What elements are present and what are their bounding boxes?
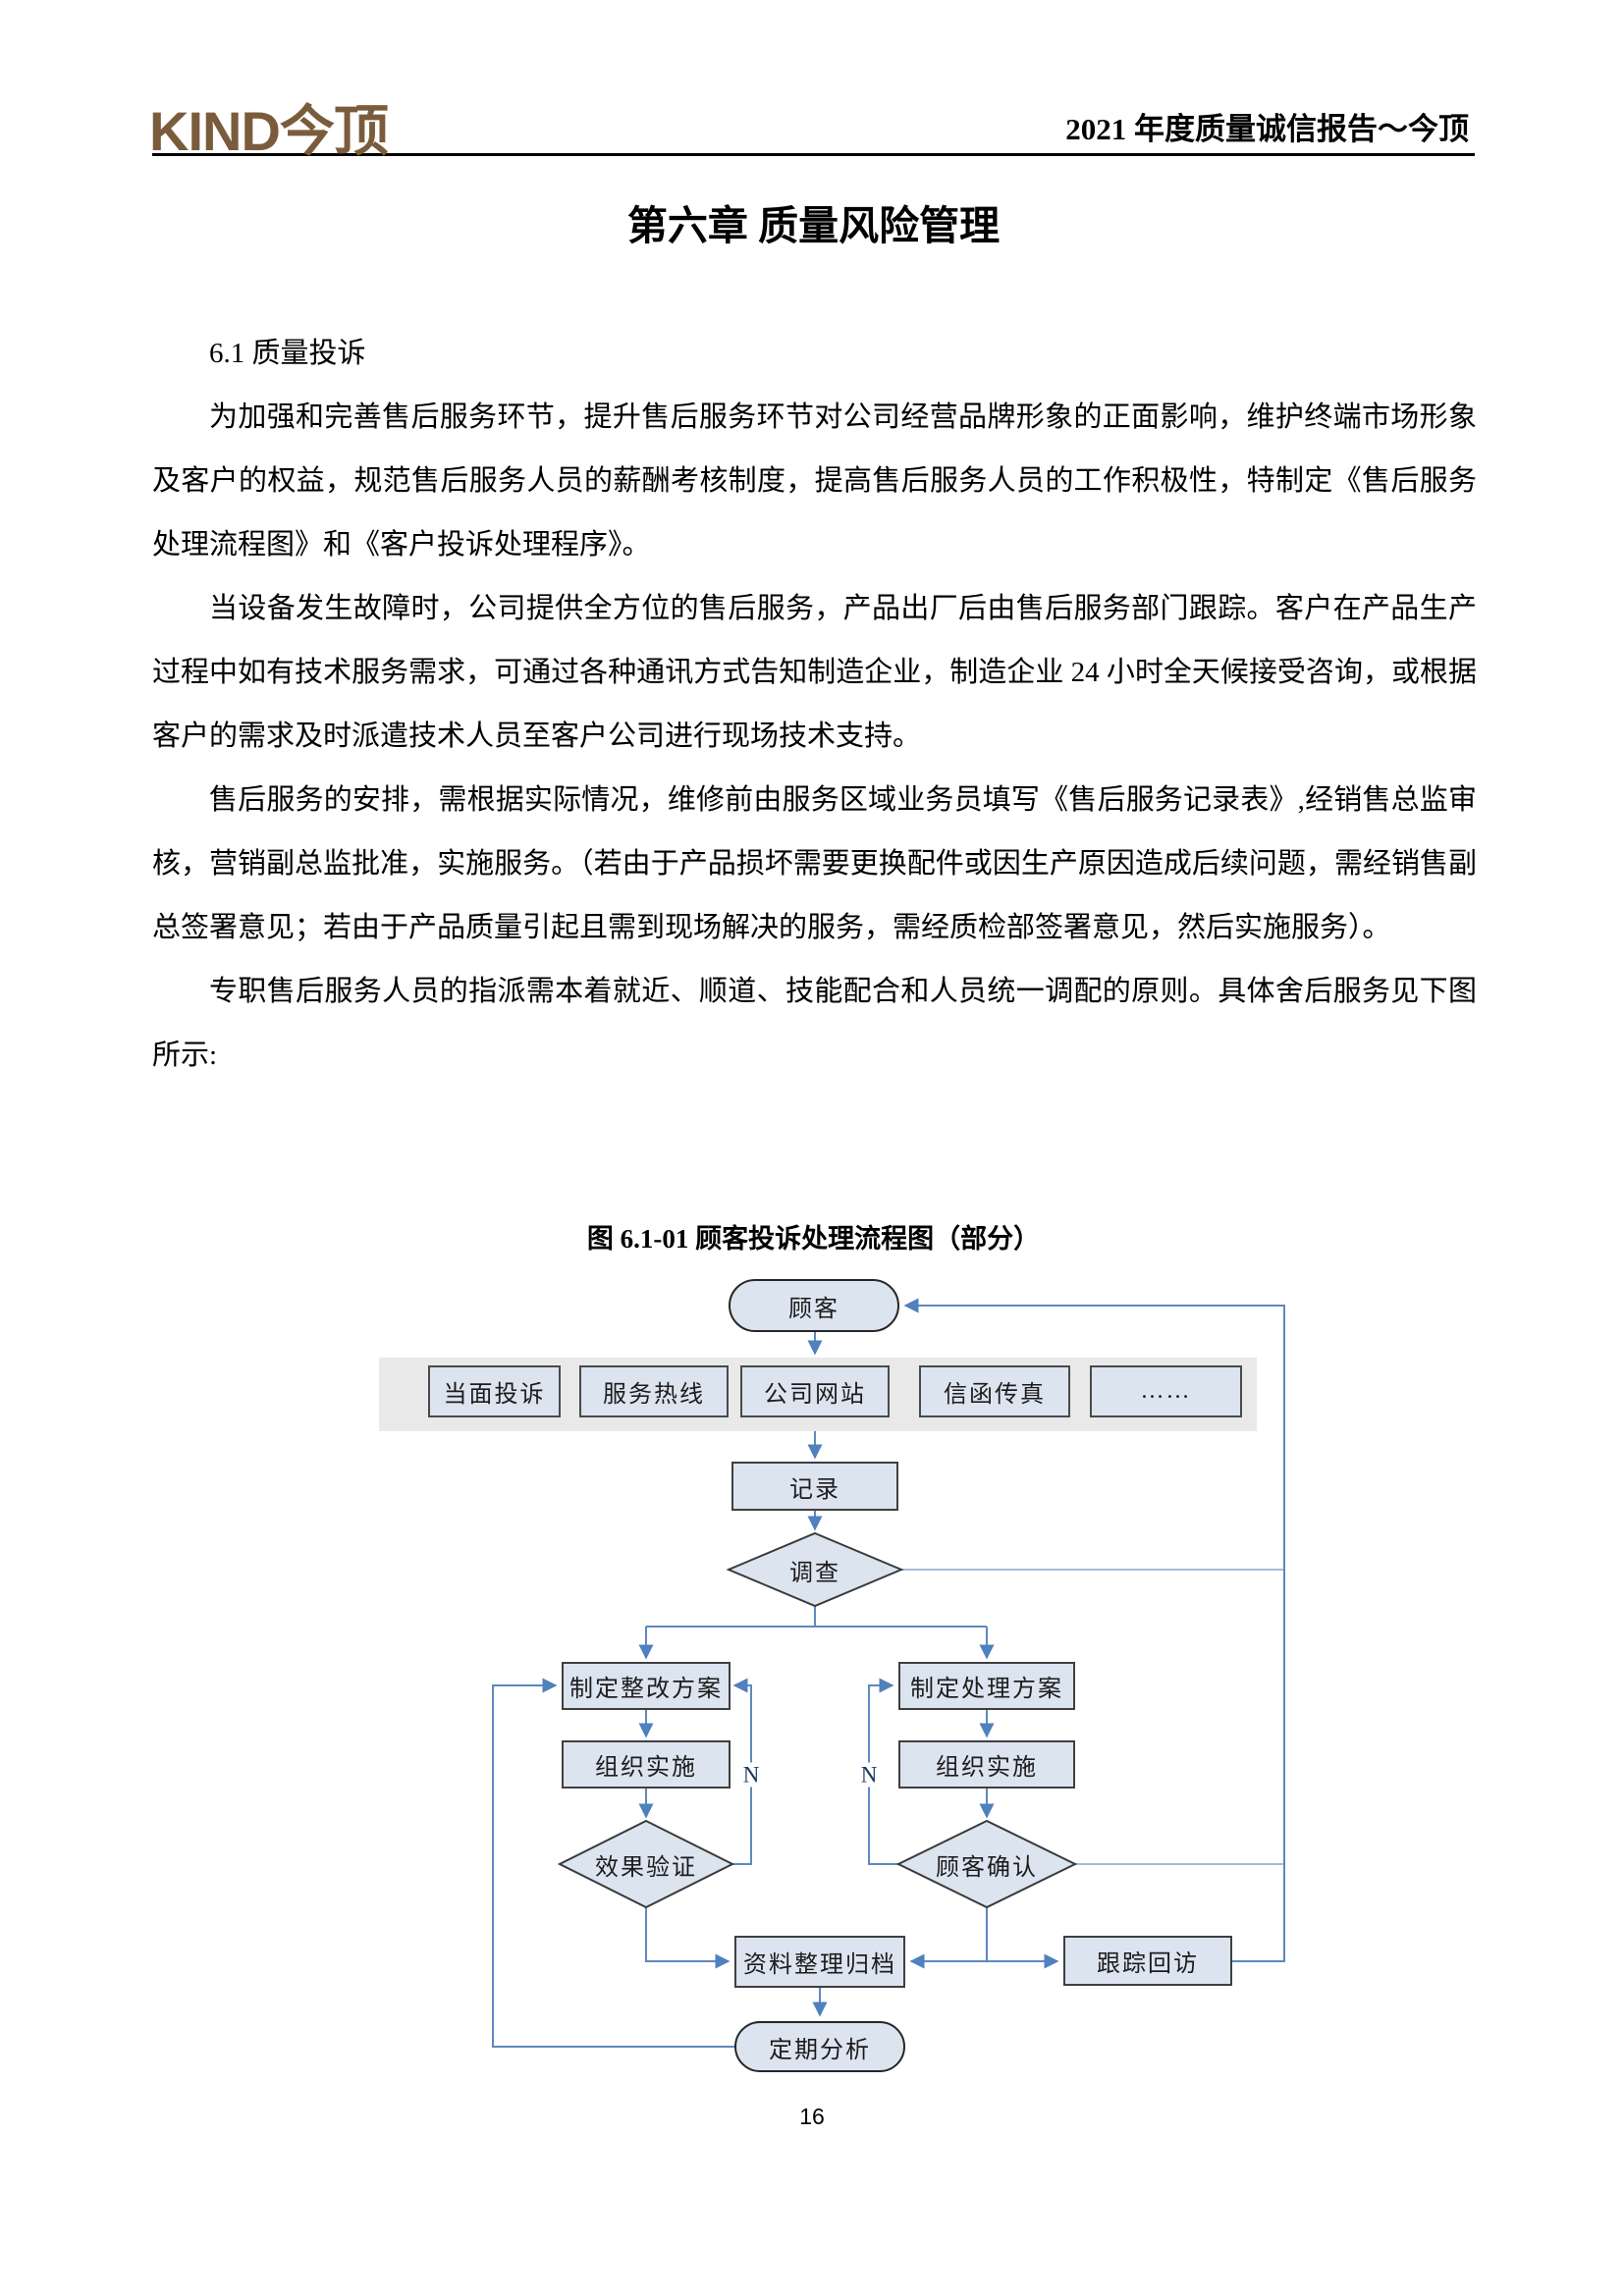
node-implement-right: 组织实施 xyxy=(898,1740,1075,1789)
node-make-rectification-plan: 制定整改方案 xyxy=(562,1662,731,1710)
node-record: 记录 xyxy=(731,1462,898,1511)
section-heading: 6.1 质量投诉 xyxy=(209,338,366,369)
node-customer: 顾客 xyxy=(729,1279,899,1332)
customer-confirmation-diamond xyxy=(895,1819,1078,1909)
node-channel-other: …… xyxy=(1090,1365,1242,1417)
node-channel-inperson: 当面投诉 xyxy=(428,1365,561,1417)
chapter-title: 第六章 质量风险管理 xyxy=(626,203,1001,248)
node-investigate-label: 调查 xyxy=(789,1560,840,1586)
header-divider xyxy=(152,153,1475,156)
effect-verification-diamond xyxy=(557,1819,735,1909)
page-number: 16 xyxy=(799,2104,825,2129)
node-channel-hotline: 服务热线 xyxy=(579,1365,729,1417)
body-text: 6.1 质量投诉 为加强和完善售后服务环节，提升售后服务环节对公司经营品牌形象的… xyxy=(152,322,1477,1088)
node-customer-confirmation-label: 顾客确认 xyxy=(936,1854,1038,1881)
paragraph: 专职售后服务人员的指派需本着就近、顺道、技能配合和人员统一调配的原则。具体舍后服… xyxy=(152,976,1477,1071)
report-header-title: 2021 年度质量诚信报告～今顶 xyxy=(1065,112,1469,146)
edge-label-no-left: N xyxy=(740,1762,762,1788)
paragraph: 当设备发生故障时，公司提供全方位的售后服务，产品出厂后由售后服务部门跟踪。客户在… xyxy=(152,593,1477,752)
node-effect-verification-label: 效果验证 xyxy=(595,1854,697,1881)
figure-caption: 图 6.1-01 顾客投诉处理流程图（部分） xyxy=(586,1224,1041,1254)
node-follow-up-visit: 跟踪回访 xyxy=(1063,1936,1232,1986)
flow-connectors xyxy=(492,1298,1285,2048)
paragraph: 售后服务的安排，需根据实际情况，维修前由服务区域业务员填写《售后服务记录表》,经… xyxy=(152,784,1477,943)
edge-label-no-right: N xyxy=(858,1762,880,1788)
investigate-diamond xyxy=(726,1531,904,1608)
node-archive-materials: 资料整理归档 xyxy=(734,1936,905,1988)
node-implement-left: 组织实施 xyxy=(562,1740,731,1789)
node-channel-website: 公司网站 xyxy=(740,1365,890,1417)
node-periodic-analysis: 定期分析 xyxy=(734,2021,905,2072)
node-channel-fax: 信函传真 xyxy=(919,1365,1070,1417)
node-make-handling-plan: 制定处理方案 xyxy=(898,1662,1075,1710)
company-logo: KIND今顶 xyxy=(149,100,389,162)
paragraph: 为加强和完善售后服务环节，提升售后服务环节对公司经营品牌形象的正面影响，维护终端… xyxy=(152,401,1477,561)
complaint-flowchart: 顾客 当面投诉 服务热线 公司网站 信函传真 …… 记录 调查 制定整改方案 制… xyxy=(0,1266,1624,2130)
